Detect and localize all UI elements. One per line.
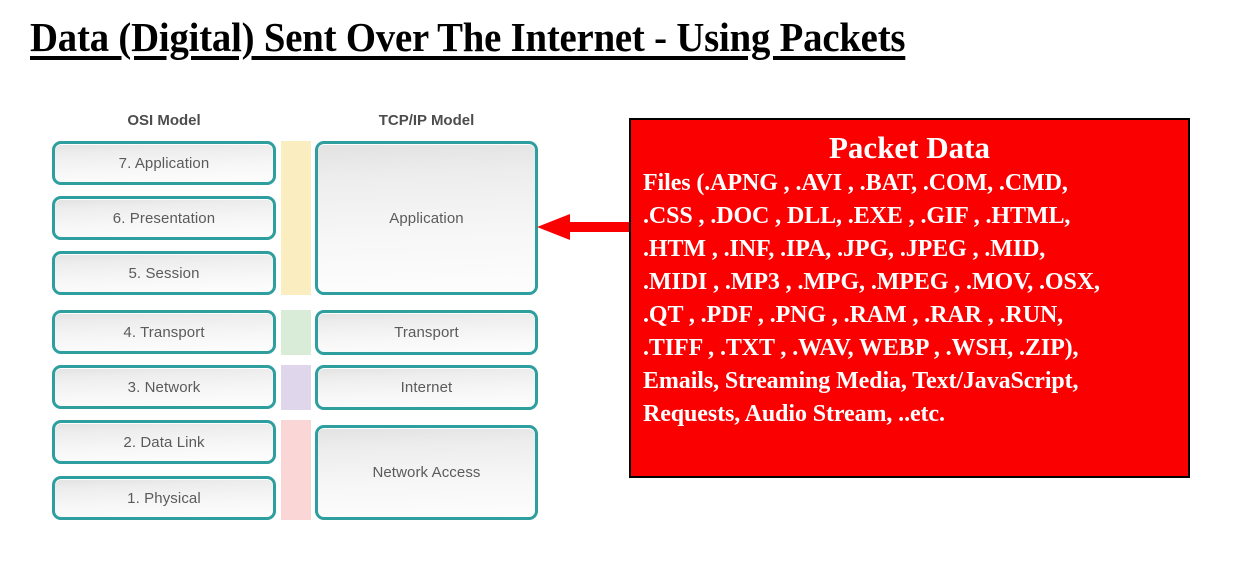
packet-data-line: .MIDI , .MP3 , .MPG, .MPEG , .MOV, .OSX,	[643, 269, 1100, 295]
tcpip-layer-label: Internet	[400, 379, 453, 396]
osi-layer-label: 7. Application	[118, 154, 210, 172]
osi-layer-label: 1. Physical	[127, 489, 201, 507]
connector-band-application	[281, 141, 311, 295]
packet-data-line: .QT , .PDF , .PNG , .RAM , .RAR , .RUN,	[643, 302, 1064, 328]
osi-layer-4-transport[interactable]: 4. Transport	[52, 310, 276, 354]
packet-data-list: Files (.APNG , .AVI , .BAT, .COM, .CMD, …	[631, 167, 1188, 431]
osi-layer-1-physical[interactable]: 1. Physical	[52, 476, 276, 520]
tcpip-layer-internet[interactable]: Internet	[315, 365, 538, 410]
tcpip-layer-label: Network Access	[372, 464, 481, 481]
packet-data-line: Requests, Audio Stream, ..etc.	[643, 401, 945, 427]
tcpip-layer-label: Application	[389, 209, 464, 227]
tcpip-layer-application[interactable]: Application	[315, 141, 538, 295]
osi-layer-label: 6. Presentation	[112, 209, 216, 227]
packet-data-line: Emails, Streaming Media, Text/JavaScript…	[643, 368, 1079, 394]
tcpip-model-header: TCP/IP Model	[378, 112, 475, 129]
osi-layer-3-network[interactable]: 3. Network	[52, 365, 276, 409]
osi-layer-5-session[interactable]: 5. Session	[52, 251, 276, 295]
tcpip-layer-network-access[interactable]: Network Access	[315, 425, 538, 520]
packet-data-arrow-icon	[537, 214, 633, 240]
page-title: Data (Digital) Sent Over The Internet - …	[30, 14, 906, 60]
connector-band-network-access	[281, 420, 311, 520]
packet-data-line: Files (.APNG , .AVI , .BAT, .COM, .CMD,	[643, 170, 1068, 196]
osi-layer-label: 4. Transport	[123, 323, 205, 341]
connector-band-transport	[281, 310, 311, 355]
osi-layer-label: 3. Network	[127, 378, 201, 396]
osi-layer-7-application[interactable]: 7. Application	[52, 141, 276, 185]
packet-data-line: .CSS , .DOC , DLL, .EXE , .GIF , .HTML,	[643, 203, 1071, 229]
connector-band-internet	[281, 365, 311, 410]
tcpip-layer-transport[interactable]: Transport	[315, 310, 538, 355]
packet-data-line: .TIFF , .TXT , .WAV, WEBP , .WSH, .ZIP),	[643, 335, 1079, 361]
packet-data-panel: Packet Data Files (.APNG , .AVI , .BAT, …	[629, 118, 1190, 478]
tcpip-layer-label: Transport	[394, 324, 459, 341]
packet-data-line: .HTM , .INF, .IPA, .JPG, .JPEG , .MID,	[643, 236, 1046, 262]
osi-layer-2-data-link[interactable]: 2. Data Link	[52, 420, 276, 464]
osi-tcpip-diagram: OSI Model TCP/IP Model 7. Application 6.…	[0, 100, 600, 530]
osi-layer-6-presentation[interactable]: 6. Presentation	[52, 196, 276, 240]
packet-data-title: Packet Data	[829, 130, 990, 165]
osi-layer-label: 5. Session	[128, 264, 200, 282]
osi-layer-label: 2. Data Link	[123, 433, 205, 451]
osi-model-header: OSI Model	[127, 112, 201, 129]
